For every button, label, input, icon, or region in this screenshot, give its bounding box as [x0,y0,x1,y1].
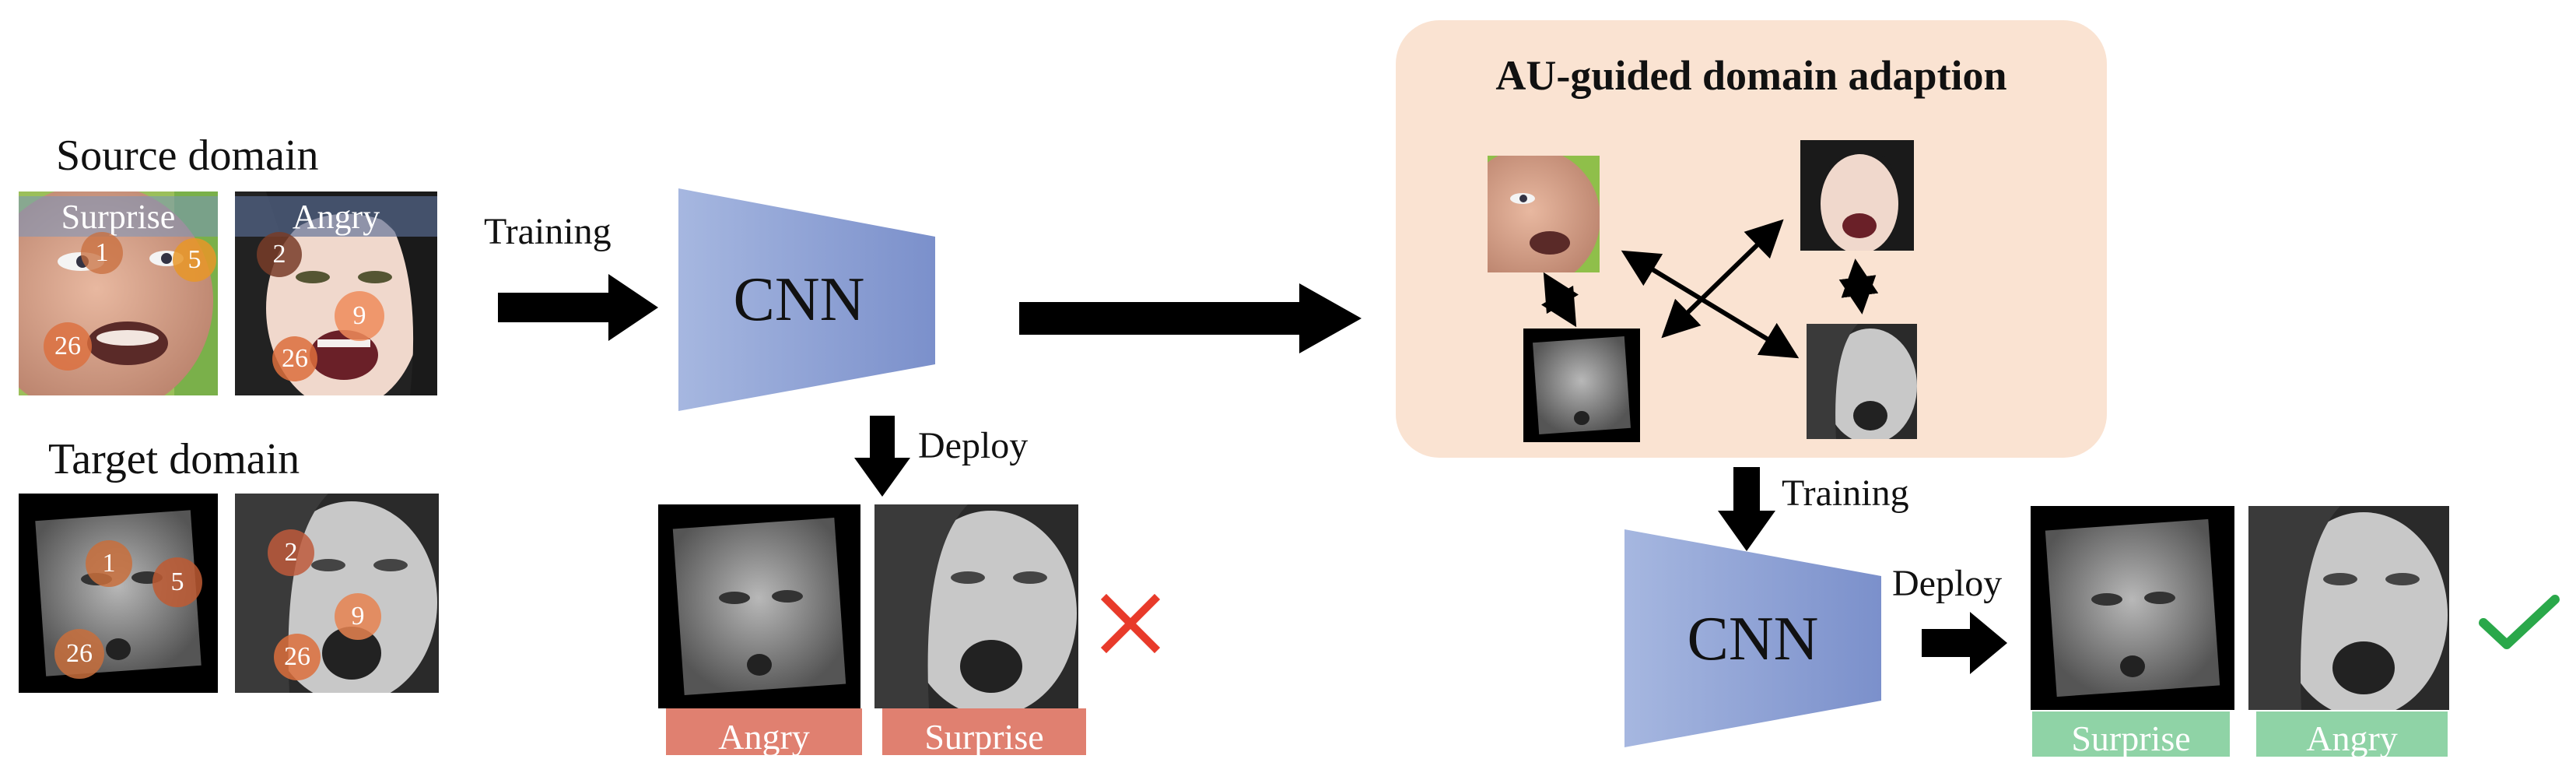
cross-icon [1100,593,1161,654]
au-badge: 9 [335,291,384,341]
source-domain-title: Source domain [56,132,319,180]
au-badge: 5 [152,557,202,607]
deploy-arrow-1 [854,416,910,497]
prediction-label: Angry [666,708,862,755]
au-badge: 9 [335,593,381,640]
prediction-label: Angry [2256,712,2448,757]
prediction-label: Surprise [882,708,1086,755]
source-label-strip-surprise [19,196,218,237]
training-arrow-1 [498,274,658,341]
training-arrow-2 [1718,467,1775,551]
cnn-block-2 [1624,529,1881,747]
cnn-block-1 [678,188,935,411]
training-label-2: Training [1782,473,1909,514]
deploy-face-1 [658,504,860,708]
training-label-1: Training [484,211,612,252]
prediction-label: Surprise [2032,712,2230,757]
deploy-label-2: Deploy [1892,563,2003,604]
deploy-face-2 [874,504,1078,708]
source-label-angry: Angry [292,197,380,236]
deploy2-face-2 [2248,506,2449,710]
source-label-surprise: Surprise [61,197,176,236]
au-badge: 1 [81,232,123,274]
au-relation-arrows [1540,219,1879,359]
au-badge: 2 [268,529,314,576]
cnn-label-1: CNN [733,265,865,334]
au-panel-title: AU-guided domain adaption [1495,52,2007,99]
check-icon [2479,595,2560,649]
deploy2-face-1 [2031,506,2234,710]
au-badge: 1 [86,540,132,587]
au-face-angry [1800,140,1914,251]
arrow-to-au-panel [1019,283,1362,353]
au-badge: 26 [44,322,92,371]
au-face-target-2 [1807,324,1917,439]
au-face-surprise [1488,156,1600,272]
au-badge: 26 [274,634,321,680]
au-badge: 26 [54,629,104,679]
target-domain-title: Target domain [48,435,300,483]
deploy-arrow-2 [1922,612,2007,674]
deploy-label-1: Deploy [918,425,1029,466]
cnn-label-2: CNN [1687,605,1819,673]
au-badge: 26 [272,336,317,381]
au-badge: 5 [173,238,216,282]
au-face-target-1 [1523,329,1640,442]
target-face-2 [235,494,439,693]
source-label-strip-angry [235,196,437,237]
au-badge: 2 [257,232,302,277]
